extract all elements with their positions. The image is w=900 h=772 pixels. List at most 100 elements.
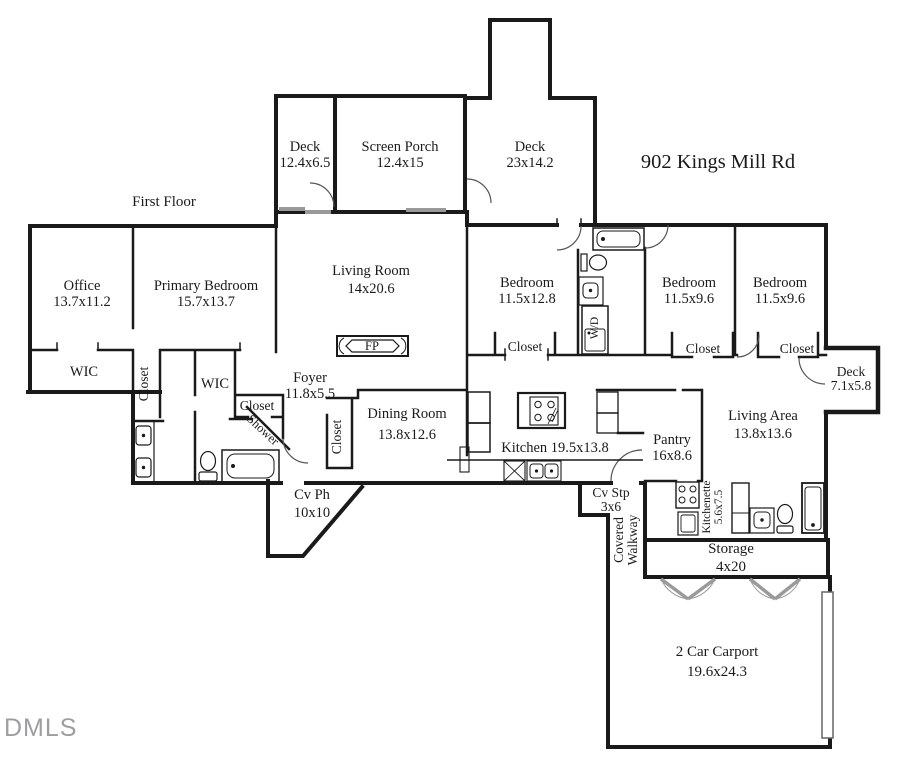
- room-name: Primary Bedroom: [153, 278, 259, 294]
- hall-bath-fixtures: [578, 227, 645, 355]
- room-dims: 19.6x24.3: [686, 664, 747, 680]
- room-dims: 3x6: [600, 499, 622, 514]
- room-name: Living Room: [332, 263, 410, 279]
- room-dims: 11.5x9.6: [663, 291, 715, 307]
- room-name: Kitchenette: [701, 480, 713, 534]
- room-dims: 15.7x13.7: [177, 294, 235, 310]
- room-dims: 23x14.2: [506, 155, 554, 171]
- room-dims: 16x8.6: [652, 448, 692, 464]
- label-kitchen: Kitchen 19.5x13.8: [501, 440, 609, 456]
- label-foyer: Foyer 11.8x5.5: [285, 370, 335, 402]
- room-name: Screen Porch: [361, 139, 439, 155]
- tall-cabinet-icon: [731, 482, 750, 534]
- floor-label: First Floor: [132, 194, 196, 210]
- label-closet-bed1: Closet: [507, 339, 543, 354]
- label-washer-dryer: W/D: [589, 316, 601, 340]
- stoop-door-arc: [610, 449, 643, 482]
- deck1-door-arc: [309, 182, 335, 208]
- label-primary-bedroom: Primary Bedroom 15.7x13.7: [154, 278, 258, 310]
- kitchenette-fixtures: [675, 481, 825, 536]
- label-covered-walkway: Covered Walkway: [611, 514, 640, 566]
- bathtub-icon: [221, 449, 280, 483]
- label-bedroom-2: Bedroom 11.5x9.6: [662, 275, 716, 307]
- interior-walls: [28, 218, 828, 485]
- room-dims: 11.5x12.8: [498, 291, 556, 307]
- label-fireplace: FP: [365, 339, 379, 353]
- room-dims: 12.4x6.5: [279, 155, 331, 171]
- room-name: Bedroom: [500, 275, 554, 291]
- deck2-door-arc: [466, 178, 492, 204]
- label-closet-foyer: Closet: [329, 419, 344, 455]
- label-deck-top-left: Deck 12.4x6.5: [280, 139, 331, 171]
- label-bedroom-1: Bedroom 11.5x12.8: [498, 275, 555, 307]
- label-wic-primary: WIC: [69, 364, 99, 380]
- room-name: Pantry: [653, 432, 691, 448]
- primary-bath-fixtures: [135, 420, 280, 483]
- sink-icon: [135, 457, 152, 478]
- front-door-arc: [282, 437, 309, 464]
- label-bedroom-3: Bedroom 11.5x9.6: [753, 275, 807, 307]
- stove-icon: [675, 481, 700, 509]
- fridge-icon: [459, 391, 491, 473]
- dishwasher-icon: [503, 460, 526, 482]
- label-closet-hall: Closet: [239, 398, 275, 413]
- carport-side-panel: [821, 591, 834, 739]
- window-bands: [279, 207, 446, 214]
- toilet-icon: [776, 503, 794, 534]
- label-closet-bed3: Closet: [779, 341, 815, 356]
- fireplace: [336, 335, 409, 357]
- shower-stall-icon: [801, 482, 825, 534]
- right-deck-door-arc: [798, 357, 826, 385]
- carport-door-marks: [659, 577, 802, 601]
- carport-details: [659, 577, 834, 739]
- room-name: Living Area: [728, 408, 798, 424]
- stove-island-icon: [516, 391, 567, 430]
- label-storage: Storage 4x20: [708, 540, 754, 576]
- room-dims: 11.5x9.6: [754, 291, 806, 307]
- door-arcs: [282, 178, 826, 482]
- bathtub-icon: [592, 227, 645, 251]
- room-dims: 13.8x13.6: [733, 426, 792, 442]
- room-dims: 13.7x11.2: [53, 294, 111, 310]
- room-dims: 7.1x5.8: [830, 378, 872, 393]
- room-dims: 10x10: [293, 505, 331, 521]
- room-dims: 11.8x5.5: [284, 386, 336, 402]
- label-living-area: Living Area 13.8x13.6: [728, 407, 798, 443]
- room-name: Office: [63, 278, 101, 294]
- sink-icon: [578, 276, 604, 306]
- label-carport: 2 Car Carport 19.6x24.3: [676, 642, 758, 682]
- room-dims: 4x20: [715, 559, 746, 575]
- label-closet-primary: Closet: [136, 366, 151, 402]
- room-name: Dining Room: [367, 406, 447, 422]
- room-name: Deck: [514, 139, 546, 155]
- label-closet-bed2: Closet: [685, 341, 721, 356]
- label-cv-ph: Cv Ph 10x10: [294, 486, 330, 522]
- label-living-room: Living Room 14x20.6: [332, 262, 410, 298]
- room-name: Deck: [836, 364, 866, 379]
- bedroom3-door-arc: [736, 334, 760, 358]
- cabinet-icon: [677, 511, 699, 536]
- room-name: Walkway: [625, 514, 640, 566]
- sink-icon: [135, 425, 152, 446]
- room-name: Deck: [289, 139, 321, 155]
- label-deck-top-right: Deck 23x14.2: [506, 139, 553, 171]
- label-wic-hall: WIC: [200, 376, 230, 392]
- room-name: Bedroom: [662, 275, 716, 291]
- toilet-icon: [198, 450, 218, 482]
- kitchen-fixtures: [447, 391, 643, 482]
- room-dims: 14x20.6: [347, 281, 395, 297]
- bedroom2-door-arc: [644, 224, 669, 249]
- sink-icon: [749, 507, 775, 534]
- label-cv-stp: Cv Stp 3x6: [592, 486, 629, 514]
- watermark: DMLS: [4, 714, 78, 742]
- pantry-cabinets: [596, 391, 619, 434]
- room-name: Cv Ph: [294, 487, 330, 503]
- room-name: Cv Stp: [592, 485, 630, 500]
- label-office: Office 13.7x11.2: [53, 278, 110, 310]
- washer-dryer-icon: [581, 305, 609, 355]
- room-dims: 5.6x7.5: [713, 489, 725, 525]
- room-name: Bedroom: [753, 275, 807, 291]
- toilet-icon: [580, 253, 608, 272]
- label-screen-porch: Screen Porch 12.4x15: [362, 139, 439, 171]
